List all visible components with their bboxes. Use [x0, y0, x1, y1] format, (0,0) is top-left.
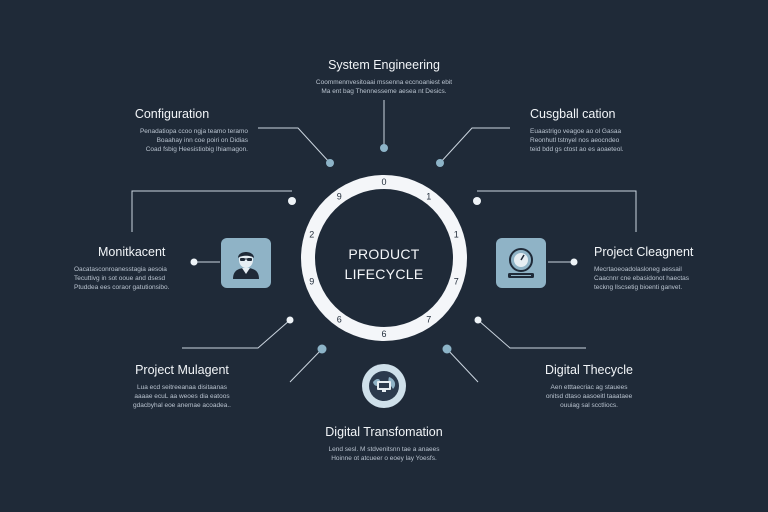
ring-tick-label: 1	[426, 192, 431, 202]
ring-tick-label: 2	[309, 230, 314, 240]
connector-dot	[317, 344, 327, 354]
node-description: Euaastrigo veagoe ao ol Gasaa Reonhutl t…	[530, 128, 624, 153]
gauge-device-icon	[496, 238, 546, 288]
ring-tick-label: 7	[426, 315, 431, 325]
node-description: Penadatiopa ccoo ngja teamo teramo Boaah…	[139, 128, 248, 153]
node-project-cleagnent: Project Cleagnent Mecrtaoeoadolasloneg a…	[594, 245, 714, 292]
ring-tick-label: 7	[454, 277, 459, 287]
node-description: Aen etttaecriac ag stauees onitsd dtaso …	[545, 384, 633, 409]
node-title: Project Cleagnent	[594, 245, 694, 259]
person-portrait-icon	[221, 238, 271, 288]
ring-tick-label: 6	[337, 315, 342, 325]
connector-dot	[286, 316, 294, 324]
node-title: Project Mulagent	[135, 363, 229, 377]
node-monitkacent: Monitkacent Oacatasconroanesstagia aesoi…	[74, 245, 204, 292]
connector-dot	[473, 197, 481, 205]
ring-tick-label: 9	[309, 277, 314, 287]
node-description: Lend sesl. M stdvenitsnn tae a anaees Ho…	[328, 446, 440, 462]
node-title: Digital Transfomation	[325, 425, 443, 439]
ring-tick-label: 9	[337, 192, 342, 202]
center-label: PRODUCT LIFECYCLE	[334, 244, 434, 284]
node-project-mulagent: Project Mulagent Lua ecd seitreeanaa dis…	[108, 363, 256, 410]
center-label-line1: PRODUCT	[348, 246, 420, 262]
connector-dot	[380, 144, 388, 152]
connector-dots	[190, 144, 578, 354]
node-title: Digital Thecycle	[544, 363, 633, 377]
connector-dot	[190, 258, 198, 266]
connector-dot	[288, 197, 296, 205]
node-title: Configuration	[134, 107, 210, 121]
connector-dot	[474, 316, 482, 324]
node-title: System Engineering	[328, 58, 440, 72]
node-configuration: Configuration Penadatiopa ccoo ngja team…	[96, 107, 248, 154]
node-description: Mecrtaoeoadolasloneg aessail Caacnnr cne…	[594, 266, 690, 291]
lifecycle-ring: 0 1 1 7 7 6 6 9 2 9	[301, 175, 467, 341]
node-description: Oacatasconroanesstagia aesoia Tecuttivg …	[74, 266, 170, 291]
node-digital-transformation: Digital Transfomation Lend sesl. M stdve…	[284, 425, 484, 463]
node-title: Cusgball cation	[530, 107, 616, 121]
ring-tick-label: 6	[381, 329, 386, 339]
node-description: Coommennvesitoaai mssenna eccnoaniest eb…	[315, 79, 453, 95]
connector-dot	[570, 258, 578, 266]
node-digital-thecycle: Digital Thecycle Aen etttaecriac ag stau…	[515, 363, 663, 410]
node-description: Lua ecd seitreeanaa disitaanas aaaae ecu…	[133, 384, 231, 409]
connector-dot	[436, 159, 444, 167]
ring-tick-label: 0	[381, 177, 386, 187]
node-system-engineering: System Engineering Coommennvesitoaai mss…	[284, 58, 484, 96]
node-cusgball-cation: Cusgball cation Euaastrigo veagoe ao ol …	[530, 107, 680, 154]
globe-display-icon	[362, 364, 406, 408]
connector-lines	[131, 100, 637, 383]
ring-tick-label: 1	[454, 230, 459, 240]
connector-dot	[326, 159, 334, 167]
center-label-line2: LIFECYCLE	[344, 266, 424, 282]
node-title: Monitkacent	[98, 245, 166, 259]
connector-dot	[442, 344, 452, 354]
